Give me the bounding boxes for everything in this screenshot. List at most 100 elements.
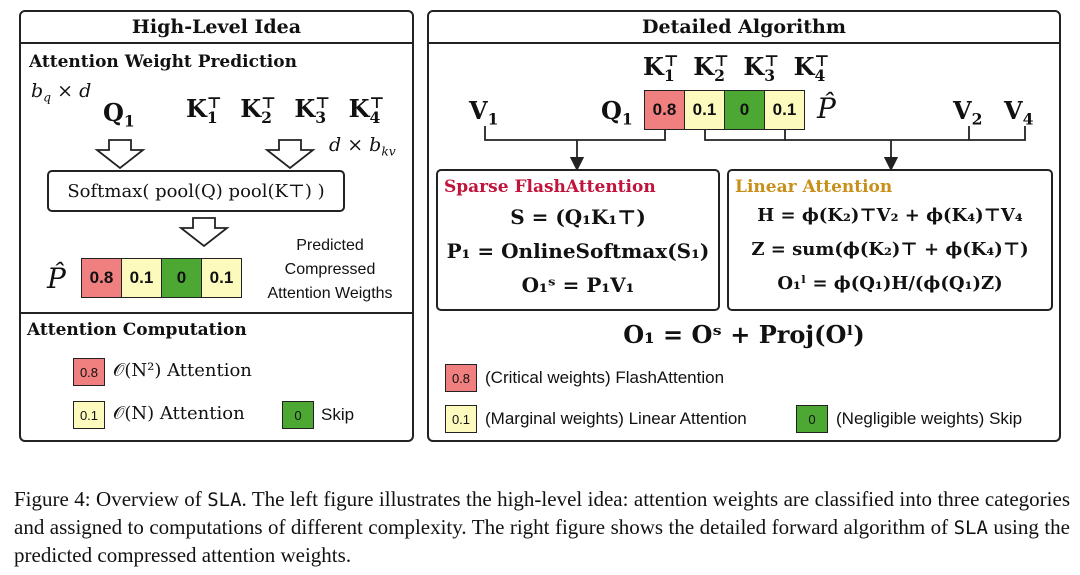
down-arrow-icon: [264, 139, 316, 170]
left-arrows: [94, 139, 316, 248]
caption-sla-1: SLA: [207, 489, 242, 511]
predicted-weights-label: Predicted Compressed Attention Weigths: [249, 234, 411, 306]
legend-critical-swatch: 0.8: [445, 364, 477, 392]
right-k-labels: K⊤1 K⊤2 K⊤3 K⊤4: [643, 52, 829, 83]
down-arrow-icon: [94, 139, 146, 170]
linear-route-line: [785, 126, 1026, 141]
weight-cell-critical: 0.8: [644, 90, 685, 130]
weight-cell-negligible: 0: [724, 90, 765, 130]
rk2-t: ⊤: [714, 51, 730, 71]
right-p-hat: P̂: [817, 92, 836, 125]
attention-computation-heading: Attention Computation: [27, 320, 247, 340]
left-k-labels: K⊤1 K⊤2 K⊤3 K⊤4: [186, 94, 384, 125]
q-base: Q: [103, 98, 124, 127]
k4-sub: 4: [369, 107, 381, 127]
sparse-formula-s: S = (Q₁K₁⊤): [510, 205, 646, 229]
sparse-flashattention-box: Sparse FlashAttention S = (Q₁K₁⊤) P₁ = O…: [436, 169, 720, 311]
right-v4-label: V4: [1004, 96, 1033, 128]
rk3-t: ⊤: [764, 51, 780, 71]
figure-caption: Figure 4: Overview of SLA. The left figu…: [14, 486, 1070, 569]
k4-t: ⊤: [369, 93, 385, 113]
rk3-base: K: [743, 52, 765, 81]
high-level-idea-panel: High-Level Idea Attention Weight Predict…: [19, 10, 414, 442]
v4-sub: 4: [1022, 109, 1034, 129]
rk1-sub: 1: [663, 65, 675, 85]
sparse-route-line: [484, 126, 666, 141]
bq-rest: × d: [51, 80, 92, 102]
v2-base: V: [953, 96, 972, 125]
weight-cell-critical: 0.8: [81, 258, 122, 298]
right-v2-label: V2: [953, 96, 982, 128]
right-v1-label: V1: [469, 96, 498, 128]
rk2-base: K: [693, 52, 715, 81]
right-k3-label: K⊤3: [743, 51, 780, 83]
rk2-sub: 2: [714, 65, 725, 85]
sparse-flashattention-title: Sparse FlashAttention: [444, 177, 656, 197]
k2-sub: 2: [261, 107, 272, 127]
right-q1-label: Q1: [601, 96, 633, 128]
high-level-idea-title: High-Level Idea: [21, 12, 412, 44]
linear-attention-title: Linear Attention: [735, 177, 893, 197]
v4-base: V: [1004, 96, 1023, 125]
dkv-base: d × b: [329, 134, 382, 156]
sparse-formula-o: O₁ˢ = P₁V₁: [521, 273, 635, 297]
k1-t: ⊤: [206, 93, 222, 113]
k3-t: ⊤: [315, 93, 331, 113]
legend-negligible-swatch: 0: [796, 405, 828, 433]
sparse-formula-p: P₁ = OnlineSoftmax(S₁): [446, 239, 710, 263]
k1-base: K: [186, 94, 207, 123]
linear-route-line: [704, 130, 786, 141]
right-k4-label: K⊤4: [794, 51, 830, 83]
bq-sub: q: [43, 90, 52, 105]
legend-negligible-label: Skip: [321, 405, 355, 424]
legend-flashattention-label: (Critical weights) FlashAttention: [485, 368, 725, 387]
legend-marginal-label: 𝒪(N) Attention: [113, 403, 245, 424]
caption-middle: . The left figure illustrates the high-l…: [14, 487, 1070, 539]
left-k3-label: K⊤3: [294, 93, 331, 125]
v1-sub: 1: [487, 109, 499, 129]
legend-critical-label: 𝒪(N²) Attention: [113, 360, 252, 381]
k3-base: K: [294, 94, 316, 123]
detailed-algorithm-title: Detailed Algorithm: [429, 12, 1059, 44]
softmax-formula: Softmax( pool(Q) pool(K⊤) ): [67, 180, 325, 202]
left-k2-label: K⊤2: [240, 93, 277, 125]
detailed-algorithm-panel: Detailed Algorithm K⊤1 K⊤2 K⊤3 K⊤4 V1 Q1…: [427, 10, 1061, 442]
caption-prefix: Figure 4: Overview of: [14, 487, 208, 511]
linear-formula-z: Z = sum(ϕ(K₂)⊤ + ϕ(K₄)⊤): [751, 239, 1029, 260]
rq1-base: Q: [601, 96, 622, 125]
left-k4-label: K⊤4: [348, 93, 385, 125]
rk4-sub: 4: [814, 65, 826, 85]
k3-sub: 3: [315, 107, 327, 127]
linear-attention-box: Linear Attention H = ϕ(K₂)⊤V₂ + ϕ(K₄)⊤V₄…: [727, 169, 1053, 311]
left-divider: [21, 312, 412, 314]
v2-sub: 2: [971, 109, 983, 129]
predicted-line-3: Attention Weigths: [267, 285, 393, 302]
routing-lines: [484, 126, 1026, 172]
legend-critical-swatch: 0.8: [73, 358, 105, 386]
k1-sub: 1: [206, 107, 218, 127]
legend-linear-attention-label: (Marginal weights) Linear Attention: [485, 409, 747, 428]
bq-base: b: [31, 80, 44, 102]
rk3-sub: 3: [764, 65, 776, 85]
linear-formula-h: H = ϕ(K₂)⊤V₂ + ϕ(K₄)⊤V₄: [757, 205, 1023, 226]
caption-sla-2: SLA: [953, 517, 988, 539]
dkv-sub: kv: [381, 144, 396, 159]
weight-cell-marginal: 0.1: [201, 258, 242, 298]
left-q1-label: Q1: [103, 98, 135, 130]
legend-negligible-swatch: 0: [282, 401, 314, 429]
softmax-pool-box: Softmax( pool(Q) pool(K⊤) ): [47, 170, 345, 212]
down-arrow-icon: [178, 217, 230, 248]
rq1-sub: 1: [621, 109, 633, 129]
v1-base: V: [469, 96, 488, 125]
weight-cell-negligible: 0: [161, 258, 202, 298]
rk1-t: ⊤: [663, 51, 679, 71]
d-bkv-label: d × bkv: [329, 134, 396, 158]
right-k2-label: K⊤2: [693, 51, 730, 83]
predicted-line-1: Predicted: [296, 237, 364, 254]
rk4-t: ⊤: [814, 51, 830, 71]
k4-base: K: [348, 94, 370, 123]
k2-t: ⊤: [261, 93, 277, 113]
k2-base: K: [240, 94, 262, 123]
attention-weight-prediction-heading: Attention Weight Prediction: [29, 52, 297, 72]
rk1-base: K: [643, 52, 664, 81]
